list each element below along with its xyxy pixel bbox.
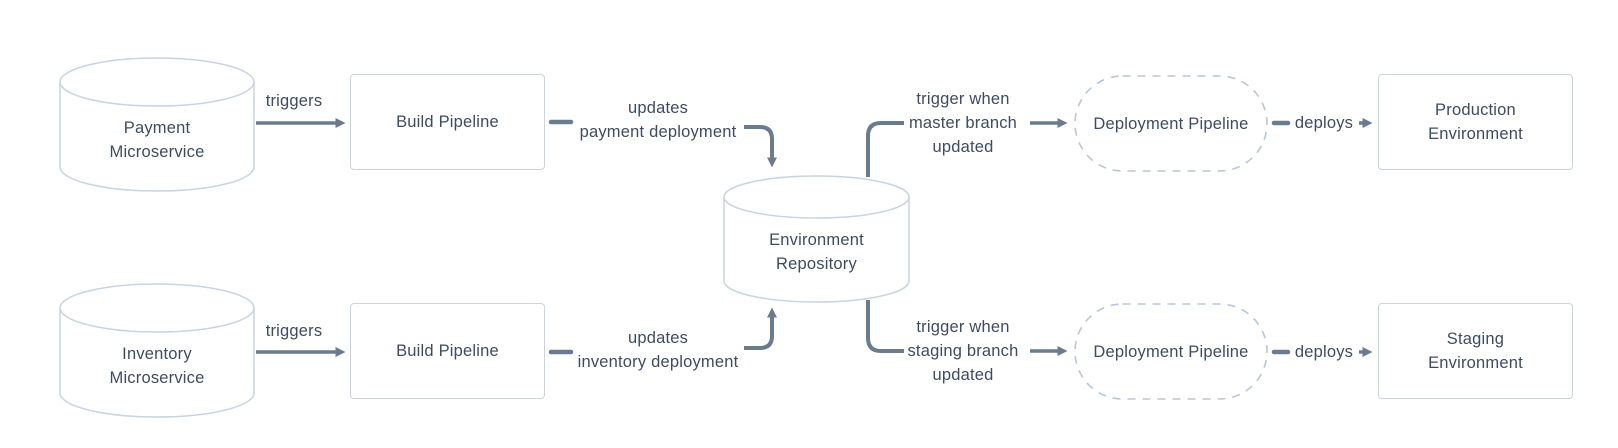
cylinder-shape xyxy=(723,175,910,303)
node-label: Deployment Pipeline xyxy=(1093,114,1249,133)
edge-label-trigger-staging: trigger when staging branch updated xyxy=(907,318,1019,384)
environment-repository-node: Environment Repository xyxy=(723,175,910,303)
node-label: Staging Environment xyxy=(1428,330,1523,372)
node-label: Build Pipeline xyxy=(396,113,499,131)
edge-label-updates-payment: updates payment deployment xyxy=(579,99,737,141)
edge-label-deploys-top: deploys xyxy=(1294,114,1354,132)
deployment-pipeline-bottom-node: Deployment Pipeline xyxy=(1074,303,1268,400)
deployment-pipeline-top-node: Deployment Pipeline xyxy=(1074,75,1268,172)
production-environment-node: Production Environment xyxy=(1378,74,1573,170)
node-label: Environment Repository xyxy=(769,231,864,273)
build-pipeline-top-node: Build Pipeline xyxy=(350,74,545,170)
edge-label-updates-inventory: updates inventory deployment xyxy=(577,329,739,371)
node-label: Payment Microservice xyxy=(109,118,205,161)
dashed-pill-shape xyxy=(1074,303,1268,400)
inventory-microservice-node: Inventory Microservice xyxy=(59,283,255,418)
edge-label-triggers-bottom: triggers xyxy=(265,322,323,340)
edge-label-triggers-top: triggers xyxy=(265,92,323,110)
edge-label-deploys-bottom: deploys xyxy=(1294,343,1354,361)
node-label: Inventory Microservice xyxy=(109,344,205,387)
cylinder-shape xyxy=(59,57,255,192)
edge-label-trigger-master: trigger when master branch updated xyxy=(908,90,1018,156)
dashed-pill-shape xyxy=(1074,75,1268,172)
node-label: Production Environment xyxy=(1428,101,1523,143)
node-label: Deployment Pipeline xyxy=(1093,342,1249,361)
payment-microservice-node: Payment Microservice xyxy=(59,57,255,192)
build-pipeline-bottom-node: Build Pipeline xyxy=(350,303,545,399)
node-label: Build Pipeline xyxy=(396,342,499,360)
staging-environment-node: Staging Environment xyxy=(1378,303,1573,399)
cylinder-shape xyxy=(59,283,255,418)
